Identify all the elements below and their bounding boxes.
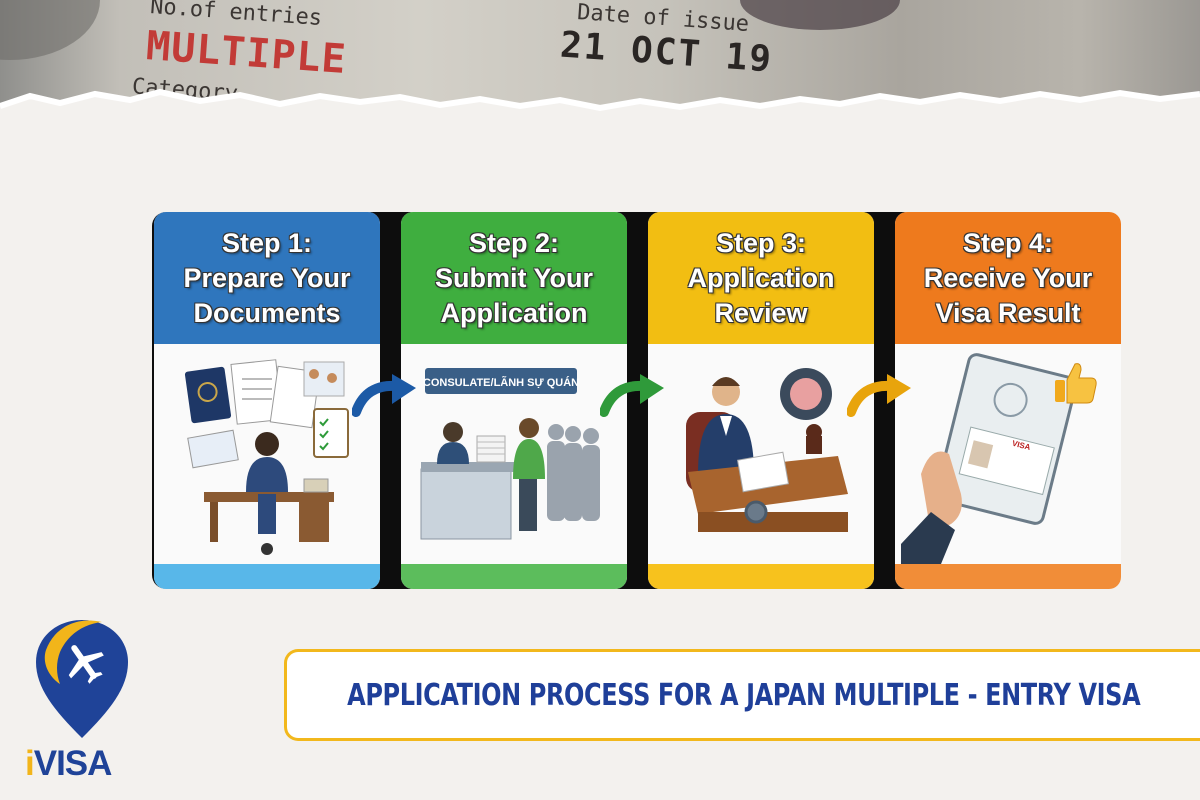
step-2-illustration: CONSULATE/LÃNH SỰ QUÁN [401,344,627,564]
clipboard-icon [313,408,349,458]
torn-paper-edge [0,0,1200,140]
step-3-title-line1: Application [687,262,835,293]
swoosh-icon [44,620,102,684]
queue-icon [547,424,600,521]
map-pin-icon [36,620,128,738]
step-3-illustration [648,344,874,564]
ivisa-logo [36,620,128,738]
page-title: APPLICATION PROCESS FOR A JAPAN MULTIPLE… [346,677,1141,713]
consulate-sign-text: CONSULATE/LÃNH SỰ QUÁN [423,376,579,389]
step-card-4: Step 4: Receive Your Visa Result VISA [895,212,1121,589]
step-1-number: Step 1: [221,227,313,258]
stamp-icon [806,436,822,454]
step-4-title-line2: Visa Result [935,297,1081,328]
logo-wordmark: iVISA [25,744,112,783]
step-1-header: Step 1: Prepare Your Documents [154,212,380,344]
brain-icon [790,378,822,410]
step-3-title-line2: Review [714,297,808,328]
step-4-header: Step 4: Receive Your Visa Result [895,212,1121,344]
step-4-title-line1: Receive Your [923,262,1093,293]
step-card-2: Step 2: Submit Your Application CONSULAT… [401,212,627,589]
step-card-1: Step 1: Prepare Your Documents [154,212,380,589]
title-ribbon: APPLICATION PROCESS FOR A JAPAN MULTIPLE… [284,649,1200,741]
passport-icon [184,366,232,424]
step-2-title-line1: Submit Your [434,262,593,293]
arrow-icon [352,374,416,417]
visa-tag-text: VISA [1011,439,1032,452]
person-icon [255,432,279,456]
step-4-number: Step 4: [962,227,1054,258]
step-2-header: Step 2: Submit Your Application [401,212,627,344]
step-3-header: Step 3: Application Review [648,212,874,344]
document-icon [736,451,790,493]
arrow-icon [847,374,911,417]
consulate-sign [425,368,577,394]
step-3-number: Step 3: [715,227,807,258]
airplane-icon [68,645,104,684]
step-2-number: Step 2: [468,227,560,258]
counter-icon [420,468,512,540]
paper-stack-icon [476,435,506,463]
step-1-title-line2: Documents [193,297,341,328]
step-4-illustration: VISA [895,344,1121,564]
step-2-title-line2: Application [440,297,588,328]
steps-panel: Step 1: Prepare Your Documents [152,212,1121,589]
step-1-title-line1: Prepare Your [183,262,351,293]
passport-banner: No.of entries MULTIPLE Category Date of … [0,0,1200,140]
step-card-3: Step 3: Application Review [648,212,874,589]
applicant-icon [519,418,539,438]
step-1-illustration [154,344,380,564]
thumbs-up-icon [1055,363,1097,404]
arrow-icon [600,374,664,417]
